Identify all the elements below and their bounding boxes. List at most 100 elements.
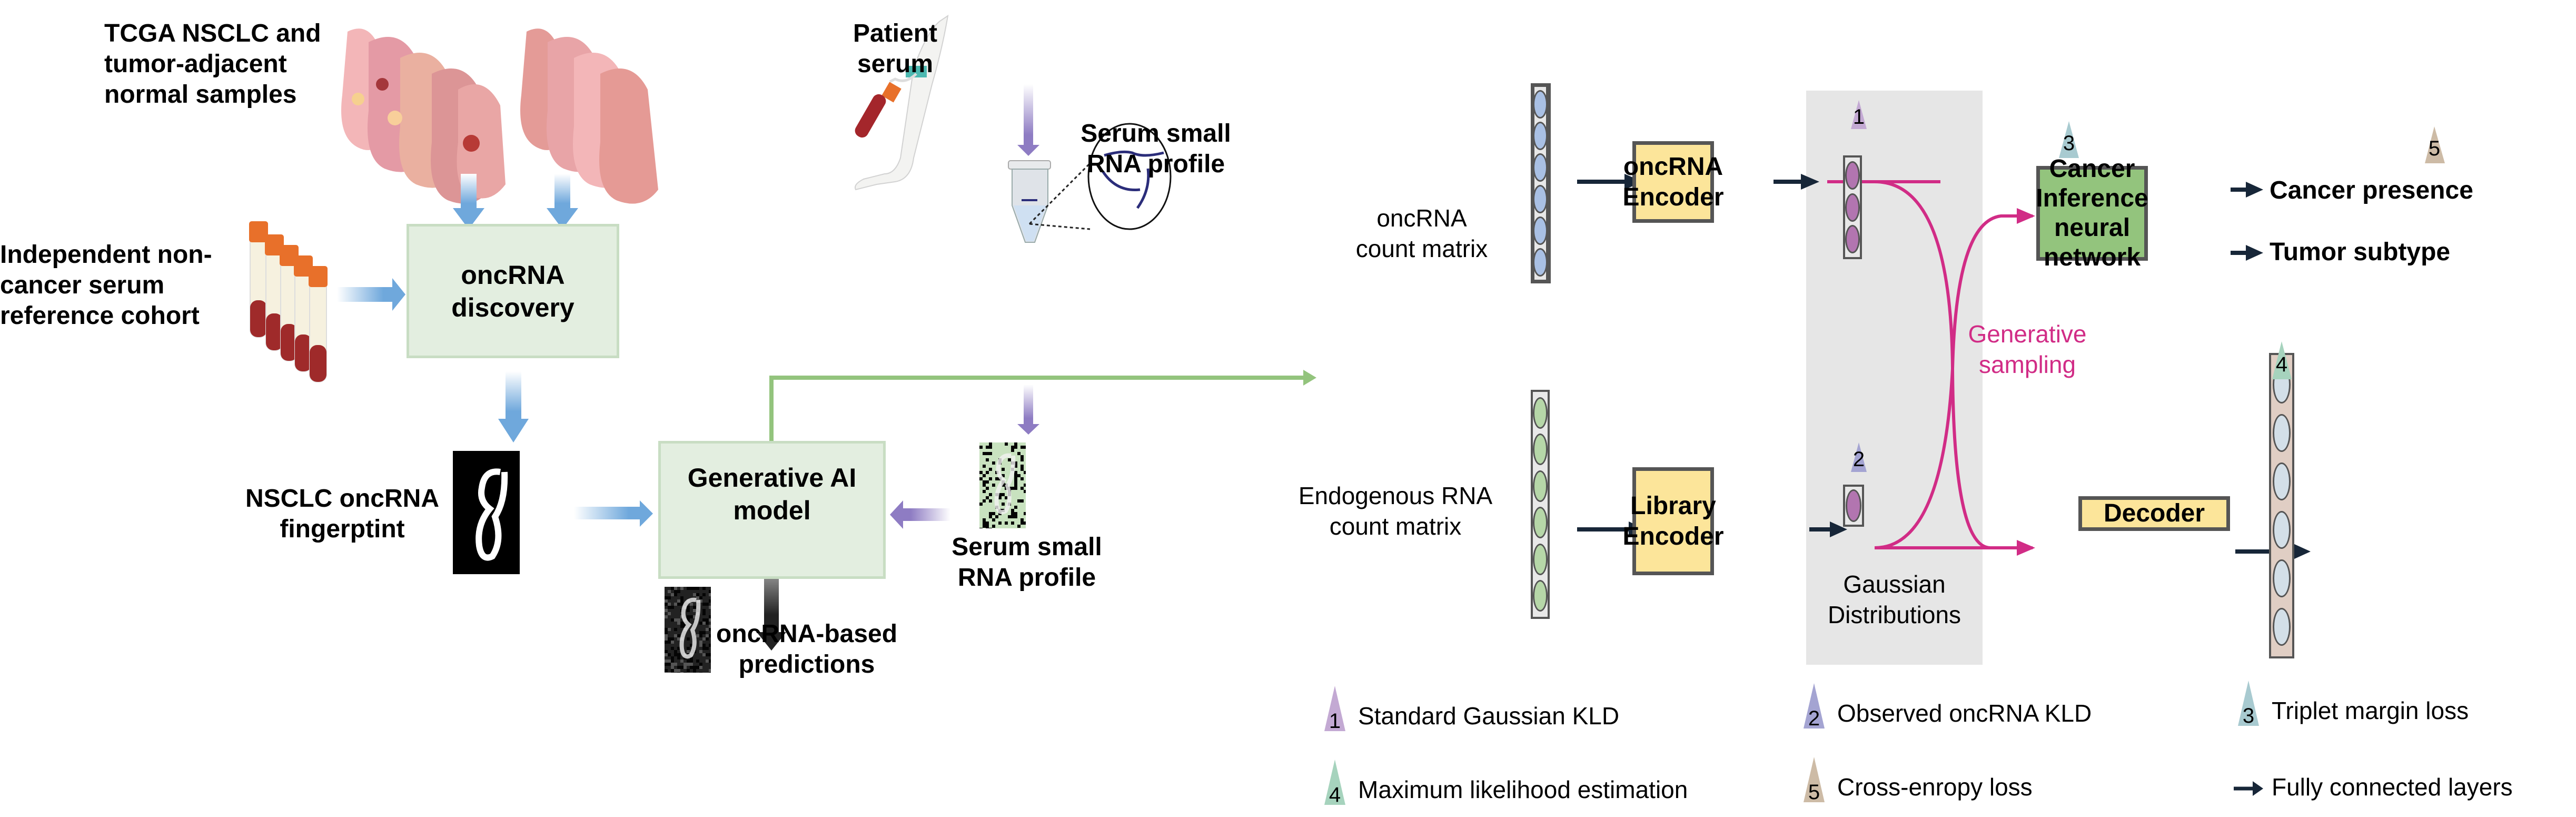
fingerprint-image [453,451,520,574]
input-node [1533,122,1548,150]
legend-item: Fully connected layers [2233,756,2513,803]
discovery-line-2: discovery [451,292,574,322]
serum-bottom-line-2: RNA profile [957,564,1096,592]
input-node [1533,216,1548,245]
svg-text:2: 2 [1808,707,1820,730]
oncrna-matrix-line-1: oncRNA [1376,204,1467,232]
marker-4-number: 4 [2275,353,2288,376]
svg-text:4: 4 [1329,783,1341,806]
endogenous-input-layer [1531,390,1550,619]
serum-bottom-line-1: Serum small [952,533,1102,561]
tcga-line-1: TCGA NSCLC and [104,19,321,47]
legend-arrow-icon [2234,781,2263,796]
noncancer-line-3: reference cohort [0,302,200,330]
input-node [1533,470,1548,502]
predictions-image [665,587,711,673]
latent-node [1845,193,1860,222]
gaussian-line-1: Gaussian [1843,570,1946,598]
legend-item: 1 Standard Gaussian KLD [1319,685,1619,732]
noncancer-line-1: Independent non- [0,241,212,269]
legend-triangle-icon: 2 [1804,683,1825,730]
fingerprint-line-1: NSCLC oncRNA [245,485,439,513]
output-node [2273,414,2291,452]
serum-profile-label-top: Serum small RNA profile [1072,119,1240,180]
input-node [1533,185,1548,213]
patient-arm-icon [855,14,949,191]
nsclc-fingerprint-label: NSCLC oncRNA fingerptint [232,484,453,545]
digit-eight-icon [475,468,508,561]
oncrna-discovery-box: oncRNA discovery [407,224,619,358]
legend-label: Observed oncRNA KLD [1837,700,2092,727]
arrow-discovery-to-fingerprint [506,371,521,421]
sampling-line-2: sampling [1978,351,2076,378]
legend-label: Standard Gaussian KLD [1358,702,1620,730]
oncrna-matrix-label: oncRNA count matrix [1332,203,1511,264]
legend-item: 3 Triplet margin loss [2233,680,2469,727]
legend-label: Maximum likelihood estimation [1358,776,1688,803]
endogenous-line-2: count matrix [1329,513,1462,540]
serum-top-line-2: RNA profile [1086,150,1225,178]
endogenous-line-1: Endogenous RNA [1298,482,1493,509]
arrow-tubes-to-discovery [337,287,395,302]
oncrna-encoder-line-1: oncRNA [1623,152,1723,181]
legend-label: Triplet margin loss [2272,697,2469,724]
input-node [1533,580,1548,612]
input-node [1533,434,1548,466]
tcga-samples-label: TCGA NSCLC and tumor-adjacent normal sam… [104,18,321,110]
gaussian-line-2: Distributions [1827,601,1961,628]
legend-item: 5 Cross-enropy loss [1798,756,2033,803]
legend-triangle-icon: 4 [1324,760,1345,806]
legend-triangle-icon: 5 [1804,757,1825,803]
generative-line-1: Generative AI [687,463,857,493]
generative-line-2: model [733,496,811,525]
svg-text:1: 1 [1329,710,1341,732]
latent-node [1845,225,1860,254]
arrow-fingerprint-to-generative [574,507,642,519]
generative-ai-model-box: Generative AI model [658,441,886,579]
input-node [1533,248,1548,277]
left-panel-graphics [249,14,1316,651]
serum-tubes-icon [249,221,328,382]
reconstruction-output-layer [2269,353,2294,658]
arrow-serum-to-tube [1024,84,1033,147]
latent-node [1846,489,1861,522]
legend-item: 4 Maximum likelihood estimation [1319,759,1688,806]
rna-strands-icon [1087,123,1172,230]
tumor-lungs-icon [341,28,506,204]
patient-line-1: Patient [853,19,938,47]
svg-text:3: 3 [2243,704,2254,727]
output-tumor-subtype: Tumor subtype [2270,238,2451,266]
predictions-label: oncRNA-based predictions [716,619,897,680]
output-node [2273,608,2291,646]
generative-sampling-label: Generative sampling [1964,319,2090,380]
endogenous-matrix-label: Endogenous RNA count matrix [1285,480,1506,542]
noncancer-line-2: cancer serum [0,271,165,299]
sample-tube-icon [1008,160,1051,243]
legend-label: Cross-enropy loss [1837,773,2033,801]
discovery-line-1: oncRNA [461,260,565,290]
marker-3-number: 3 [2063,132,2075,155]
fingerprint-line-2: fingerptint [280,515,405,543]
legend-triangle-icon: 1 [1324,686,1345,732]
noise-pattern [979,442,1026,528]
input-node [1533,153,1548,182]
patient-serum-label: Patient serum [843,18,948,80]
output-cancer-presence: Cancer presence [2270,176,2473,204]
serum-top-line-1: Serum small [1081,120,1231,147]
serum-profile-label-bottom: Serum small RNA profile [943,532,1111,593]
marker-5-number: 5 [2428,137,2441,160]
sampling-line-1: Generative [1968,320,2087,348]
arrow-profile-to-generative [900,508,950,521]
patient-line-2: serum [857,50,934,78]
library-encoder-line-1: Library [1630,491,1716,520]
noncancer-cohort-label: Independent non- cancer serum reference … [0,240,212,331]
arrow-normal-to-discovery [554,174,570,211]
input-node [1533,507,1548,539]
predictions-line-2: predictions [738,651,875,678]
cancer-nn-line-2: Inference [2036,184,2148,212]
latent-node [1845,161,1860,190]
green-connector-line [769,376,1306,458]
input-node [1533,543,1548,575]
predictions-line-1: oncRNA-based [716,620,898,648]
library-encoder-line-2: Encoder [1622,522,1724,550]
